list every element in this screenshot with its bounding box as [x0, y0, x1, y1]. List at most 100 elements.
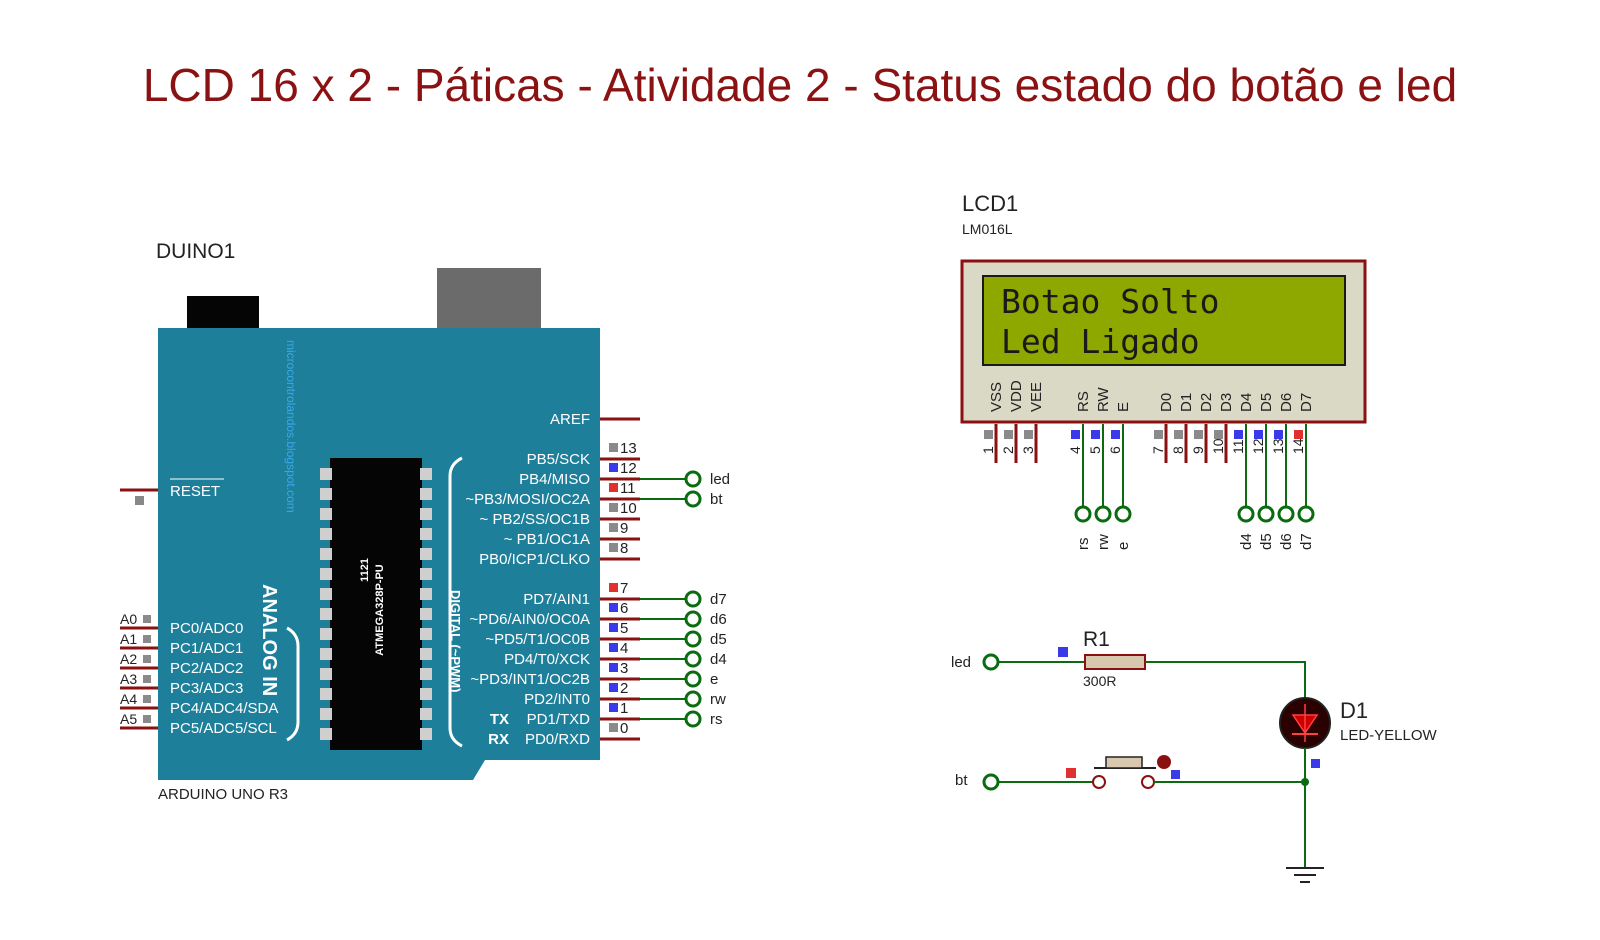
pin-label: PD1/TXD	[527, 711, 591, 728]
terminal-label: bt	[710, 491, 723, 508]
lcd-pin-group: VSS1VDD2VEE3RS4rsRW5rwE6eD07D18D29D310D4…	[980, 380, 1315, 550]
pin-status	[984, 430, 993, 439]
arduino-board-group: DUINO1 microcontrolandos.blogspot.com 11…	[120, 240, 730, 803]
digital-bracket	[448, 456, 463, 748]
pin-status	[1234, 430, 1243, 439]
pin-status	[609, 443, 618, 452]
lcd-pin-number: 5	[1087, 446, 1103, 454]
chip-pin	[420, 728, 432, 740]
pin-status	[609, 623, 618, 632]
analog-pin-name: A0	[120, 611, 137, 627]
button-actuator[interactable]	[1157, 755, 1171, 769]
bt-net-status	[1066, 768, 1076, 778]
chip-pin	[420, 568, 432, 580]
pb-pin-group: PB5/SCK13PB4/MISO12led~PB3/MOSI/OC2A11bt…	[465, 440, 730, 568]
lcd-line-1: Botao Solto	[1001, 282, 1220, 321]
lcd-pin-number: 10	[1210, 438, 1226, 454]
lcd-pin-number: 13	[1270, 438, 1286, 454]
lcd-pin-name: D1	[1178, 393, 1195, 412]
pin-number: 11	[620, 480, 636, 497]
pin-label: PD4/T0/XCK	[504, 651, 590, 668]
chip-pin	[420, 488, 432, 500]
push-button-cap[interactable]	[1105, 756, 1143, 769]
pin-status	[609, 543, 618, 552]
lcd-pin-name: VSS	[988, 382, 1005, 412]
chip-pin	[320, 648, 332, 660]
terminal-label: e	[1115, 542, 1132, 550]
chip-pin	[420, 528, 432, 540]
chip-pin	[320, 628, 332, 640]
pin-number: 5	[620, 620, 628, 637]
pin-number: 13	[620, 440, 637, 457]
chip-pin	[420, 668, 432, 680]
terminal-rs	[1074, 505, 1092, 523]
pin-label: ~PD3/INT1/OC2B	[470, 671, 590, 688]
lcd-pin-number: 12	[1250, 438, 1266, 454]
pin-label: PC5/ADC5/SCL	[170, 720, 277, 737]
pin-status	[1111, 430, 1120, 439]
pin-label: ~PD6/AIN0/OC0A	[470, 611, 590, 628]
pin-status	[1274, 430, 1283, 439]
terminal-label: d6	[1278, 533, 1295, 550]
analog-pin-name: A4	[120, 691, 137, 707]
blog-watermark: microcontrolandos.blogspot.com	[284, 340, 298, 513]
chip-pin	[420, 468, 432, 480]
led-circuit-group: led R1 300R D1 LED-YELLOW bt	[951, 628, 1438, 883]
reset-label: RESET	[170, 483, 220, 500]
pin-number: 12	[620, 460, 637, 477]
led-model: LED-YELLOW	[1340, 727, 1438, 744]
pin-status	[1024, 430, 1033, 439]
button-contact	[1092, 775, 1106, 789]
terminal-d4	[684, 650, 702, 668]
aref-label: AREF	[550, 411, 590, 428]
chip-pin	[420, 508, 432, 520]
terminal-label: d5	[710, 631, 727, 648]
lcd-pin-number: 4	[1067, 446, 1083, 454]
button-contact	[1141, 775, 1155, 789]
pin-status	[609, 663, 618, 672]
lcd-pin-name: RW	[1095, 386, 1112, 412]
lcd-pin-name: D3	[1218, 393, 1235, 412]
pin-status	[143, 695, 151, 703]
digital-pwm-label: DIGITAL (~PWM)	[448, 590, 463, 692]
terminal-label: rw	[710, 691, 726, 708]
chip-pin	[320, 728, 332, 740]
terminal-label: d6	[710, 611, 727, 628]
pin-label: ~ PB2/SS/OC1B	[480, 511, 590, 528]
bt-terminal	[982, 773, 1000, 791]
chip-pin	[320, 508, 332, 520]
pin-status	[1174, 430, 1183, 439]
arduino-ref: DUINO1	[156, 240, 235, 263]
pin-label: PC0/ADC0	[170, 620, 243, 637]
terminal-label: e	[710, 671, 718, 688]
pin-label: PB0/ICP1/CLKO	[479, 551, 590, 568]
pin-status	[609, 463, 618, 472]
chip-pin	[320, 488, 332, 500]
pin-label: PB4/MISO	[519, 471, 590, 488]
lcd-pin-number: 2	[1000, 446, 1016, 454]
pin-label: PD7/AIN1	[523, 591, 590, 608]
button-net-status	[1171, 770, 1180, 779]
pin-number: 4	[620, 640, 628, 657]
pin-status	[609, 603, 618, 612]
analog-in-label: ANALOG IN	[258, 584, 280, 696]
arduino-model: ARDUINO UNO R3	[158, 786, 288, 803]
pin-label: PD0/RXD	[525, 731, 590, 748]
analog-pin-name: A5	[120, 711, 137, 727]
analog-bracket	[286, 626, 300, 742]
chip-pin	[320, 528, 332, 540]
lcd-model: LM016L	[962, 221, 1013, 237]
pin-status	[609, 643, 618, 652]
pin-status	[1071, 430, 1080, 439]
lcd-pin-name: E	[1115, 402, 1132, 412]
page-title: LCD 16 x 2 - Páticas - Atividade 2 - Sta…	[142, 59, 1458, 111]
terminal-label: d4	[710, 651, 727, 668]
lcd-pin-number: 9	[1190, 446, 1206, 454]
terminal-label: d4	[1238, 533, 1255, 550]
lcd-pin-number: 6	[1107, 446, 1123, 454]
terminal-label: d5	[1258, 533, 1275, 550]
lcd-pin-name: D6	[1278, 393, 1295, 412]
pin-status	[609, 523, 618, 532]
resistor-ref: R1	[1083, 628, 1110, 651]
pin-status	[609, 703, 618, 712]
